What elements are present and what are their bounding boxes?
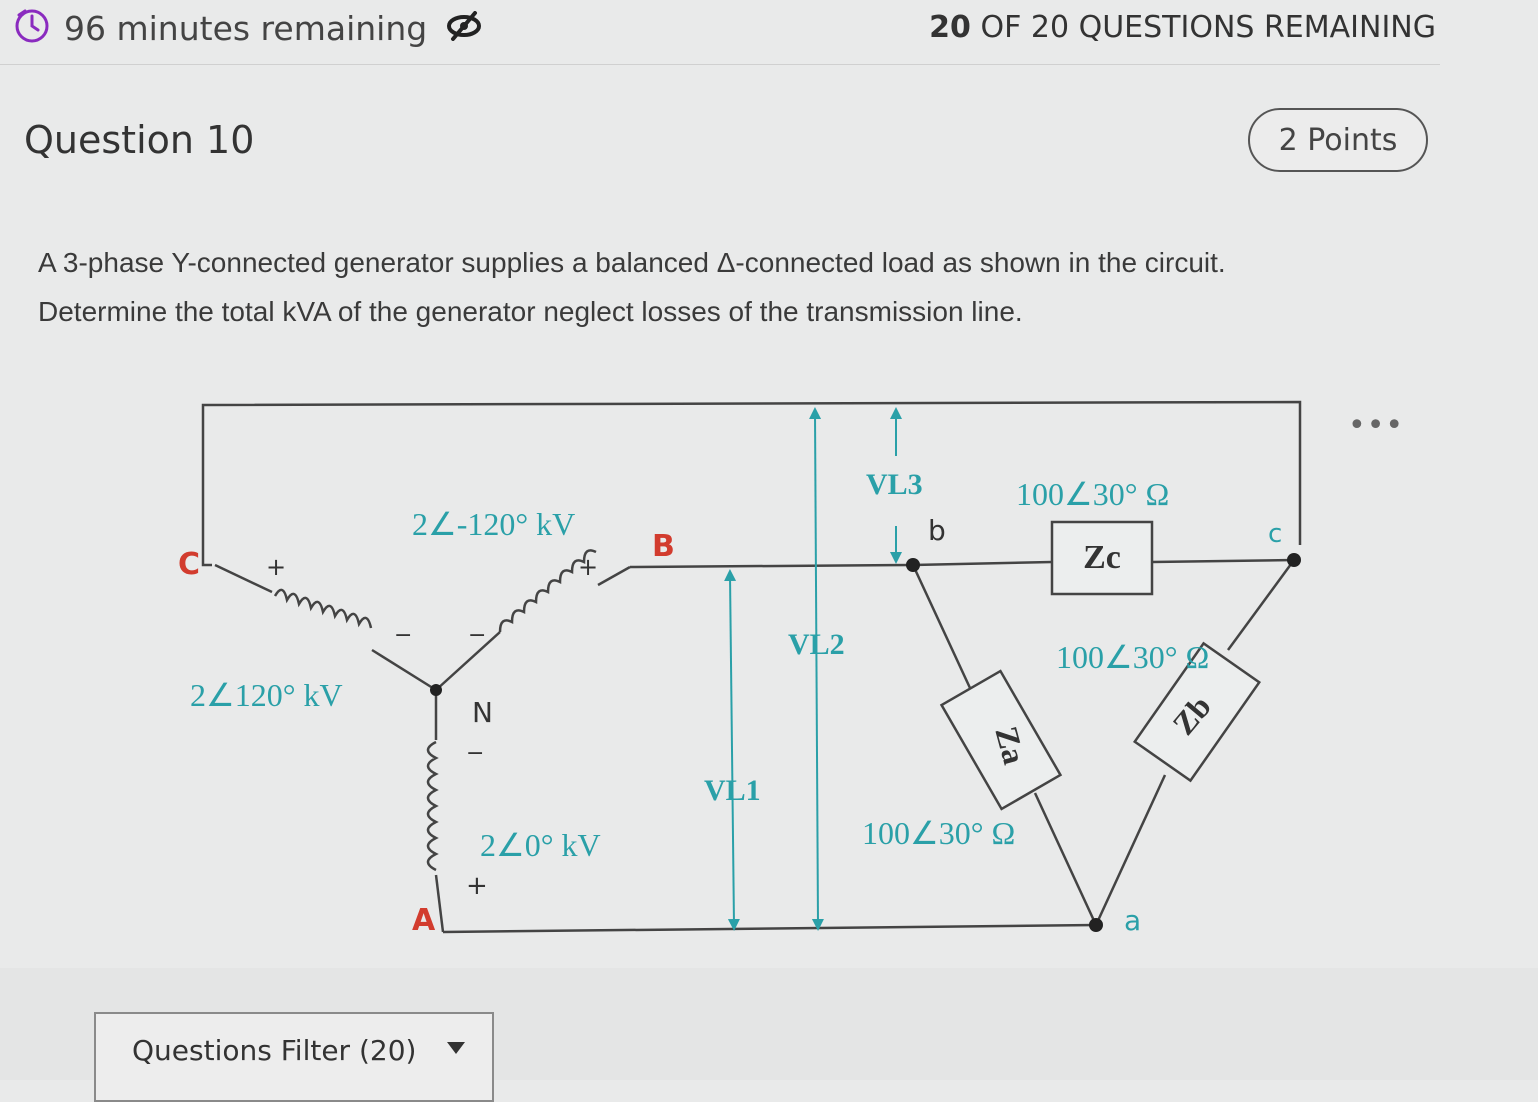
polarity-minus-A: − [466, 741, 484, 766]
node-B-label: B [652, 529, 675, 564]
polarity-minus-C: − [394, 623, 412, 648]
impedance-zc-box [1050, 520, 1154, 596]
impedance-zb-box [1132, 641, 1262, 783]
node-c-dot [1287, 553, 1301, 567]
question-text-line-1: A 3-phase Y-connected generator supplies… [38, 247, 1226, 278]
vl2-label: VL2 [788, 628, 845, 661]
hide-timer-icon[interactable] [445, 11, 483, 45]
questions-remaining: 20 OF 20 QUESTIONS REMAINING [929, 10, 1436, 45]
load-node-a-label: a [1124, 904, 1141, 937]
voltage-arrows [724, 407, 902, 931]
node-N-dot [430, 684, 442, 696]
questions-remaining-text: OF 20 QUESTIONS REMAINING [980, 10, 1436, 45]
impedance-za-box [939, 669, 1063, 811]
divider [0, 64, 1440, 65]
za-value: 100∠30° Ω [862, 815, 1015, 851]
polarity-minus-B: − [468, 623, 486, 648]
polarity-plus-A: + [466, 871, 488, 901]
polarity-plus-B: + [578, 553, 598, 581]
zb-value: 100∠30° Ω [1056, 639, 1209, 675]
vl3-label: VL3 [866, 468, 923, 501]
more-options-icon[interactable]: ••• [1348, 408, 1405, 443]
timer-text: 96 minutes remaining [64, 8, 428, 48]
coil-B [498, 549, 597, 633]
node-A-label: A [412, 903, 436, 938]
node-C-label: C [178, 547, 200, 582]
question-text-line-2: Determine the total kVA of the generator… [38, 296, 1023, 327]
vl1-label: VL1 [704, 774, 761, 807]
coil-A [426, 740, 439, 872]
top-bar: 96 minutes remaining 20 OF 20 QUESTIONS … [0, 0, 1538, 62]
questions-filter-label: Questions Filter (20) [132, 1034, 417, 1067]
load-node-b-label: b [928, 514, 946, 547]
source-b-value: 2∠-120° kV [412, 506, 575, 542]
node-b-dot [906, 558, 920, 572]
load-node-c-label: c [1268, 519, 1282, 549]
timer: 96 minutes remaining [12, 6, 483, 50]
node-N-label: N [472, 696, 493, 729]
zc-label: Zc [1083, 539, 1121, 576]
source-c-value: 2∠120° kV [190, 677, 343, 713]
questions-remaining-count: 20 [929, 10, 971, 45]
coil-C [273, 588, 373, 629]
questions-filter-select[interactable]: Questions Filter (20) [94, 1012, 494, 1102]
polarity-plus-C: + [266, 553, 286, 581]
question-text: A 3-phase Y-connected generator supplies… [38, 238, 1418, 336]
points-badge: 2 Points [1248, 108, 1428, 172]
node-a-dot [1089, 918, 1103, 932]
question-title: Question 10 [24, 118, 255, 162]
zc-value: 100∠30° Ω [1016, 476, 1169, 512]
timer-icon [12, 6, 52, 50]
source-a-value: 2∠0° kV [480, 827, 601, 863]
circuit-diagram: C B A N b c a + + + − − − 2∠-120° kV 2∠1… [178, 400, 1302, 938]
chevron-down-icon [446, 1040, 466, 1059]
